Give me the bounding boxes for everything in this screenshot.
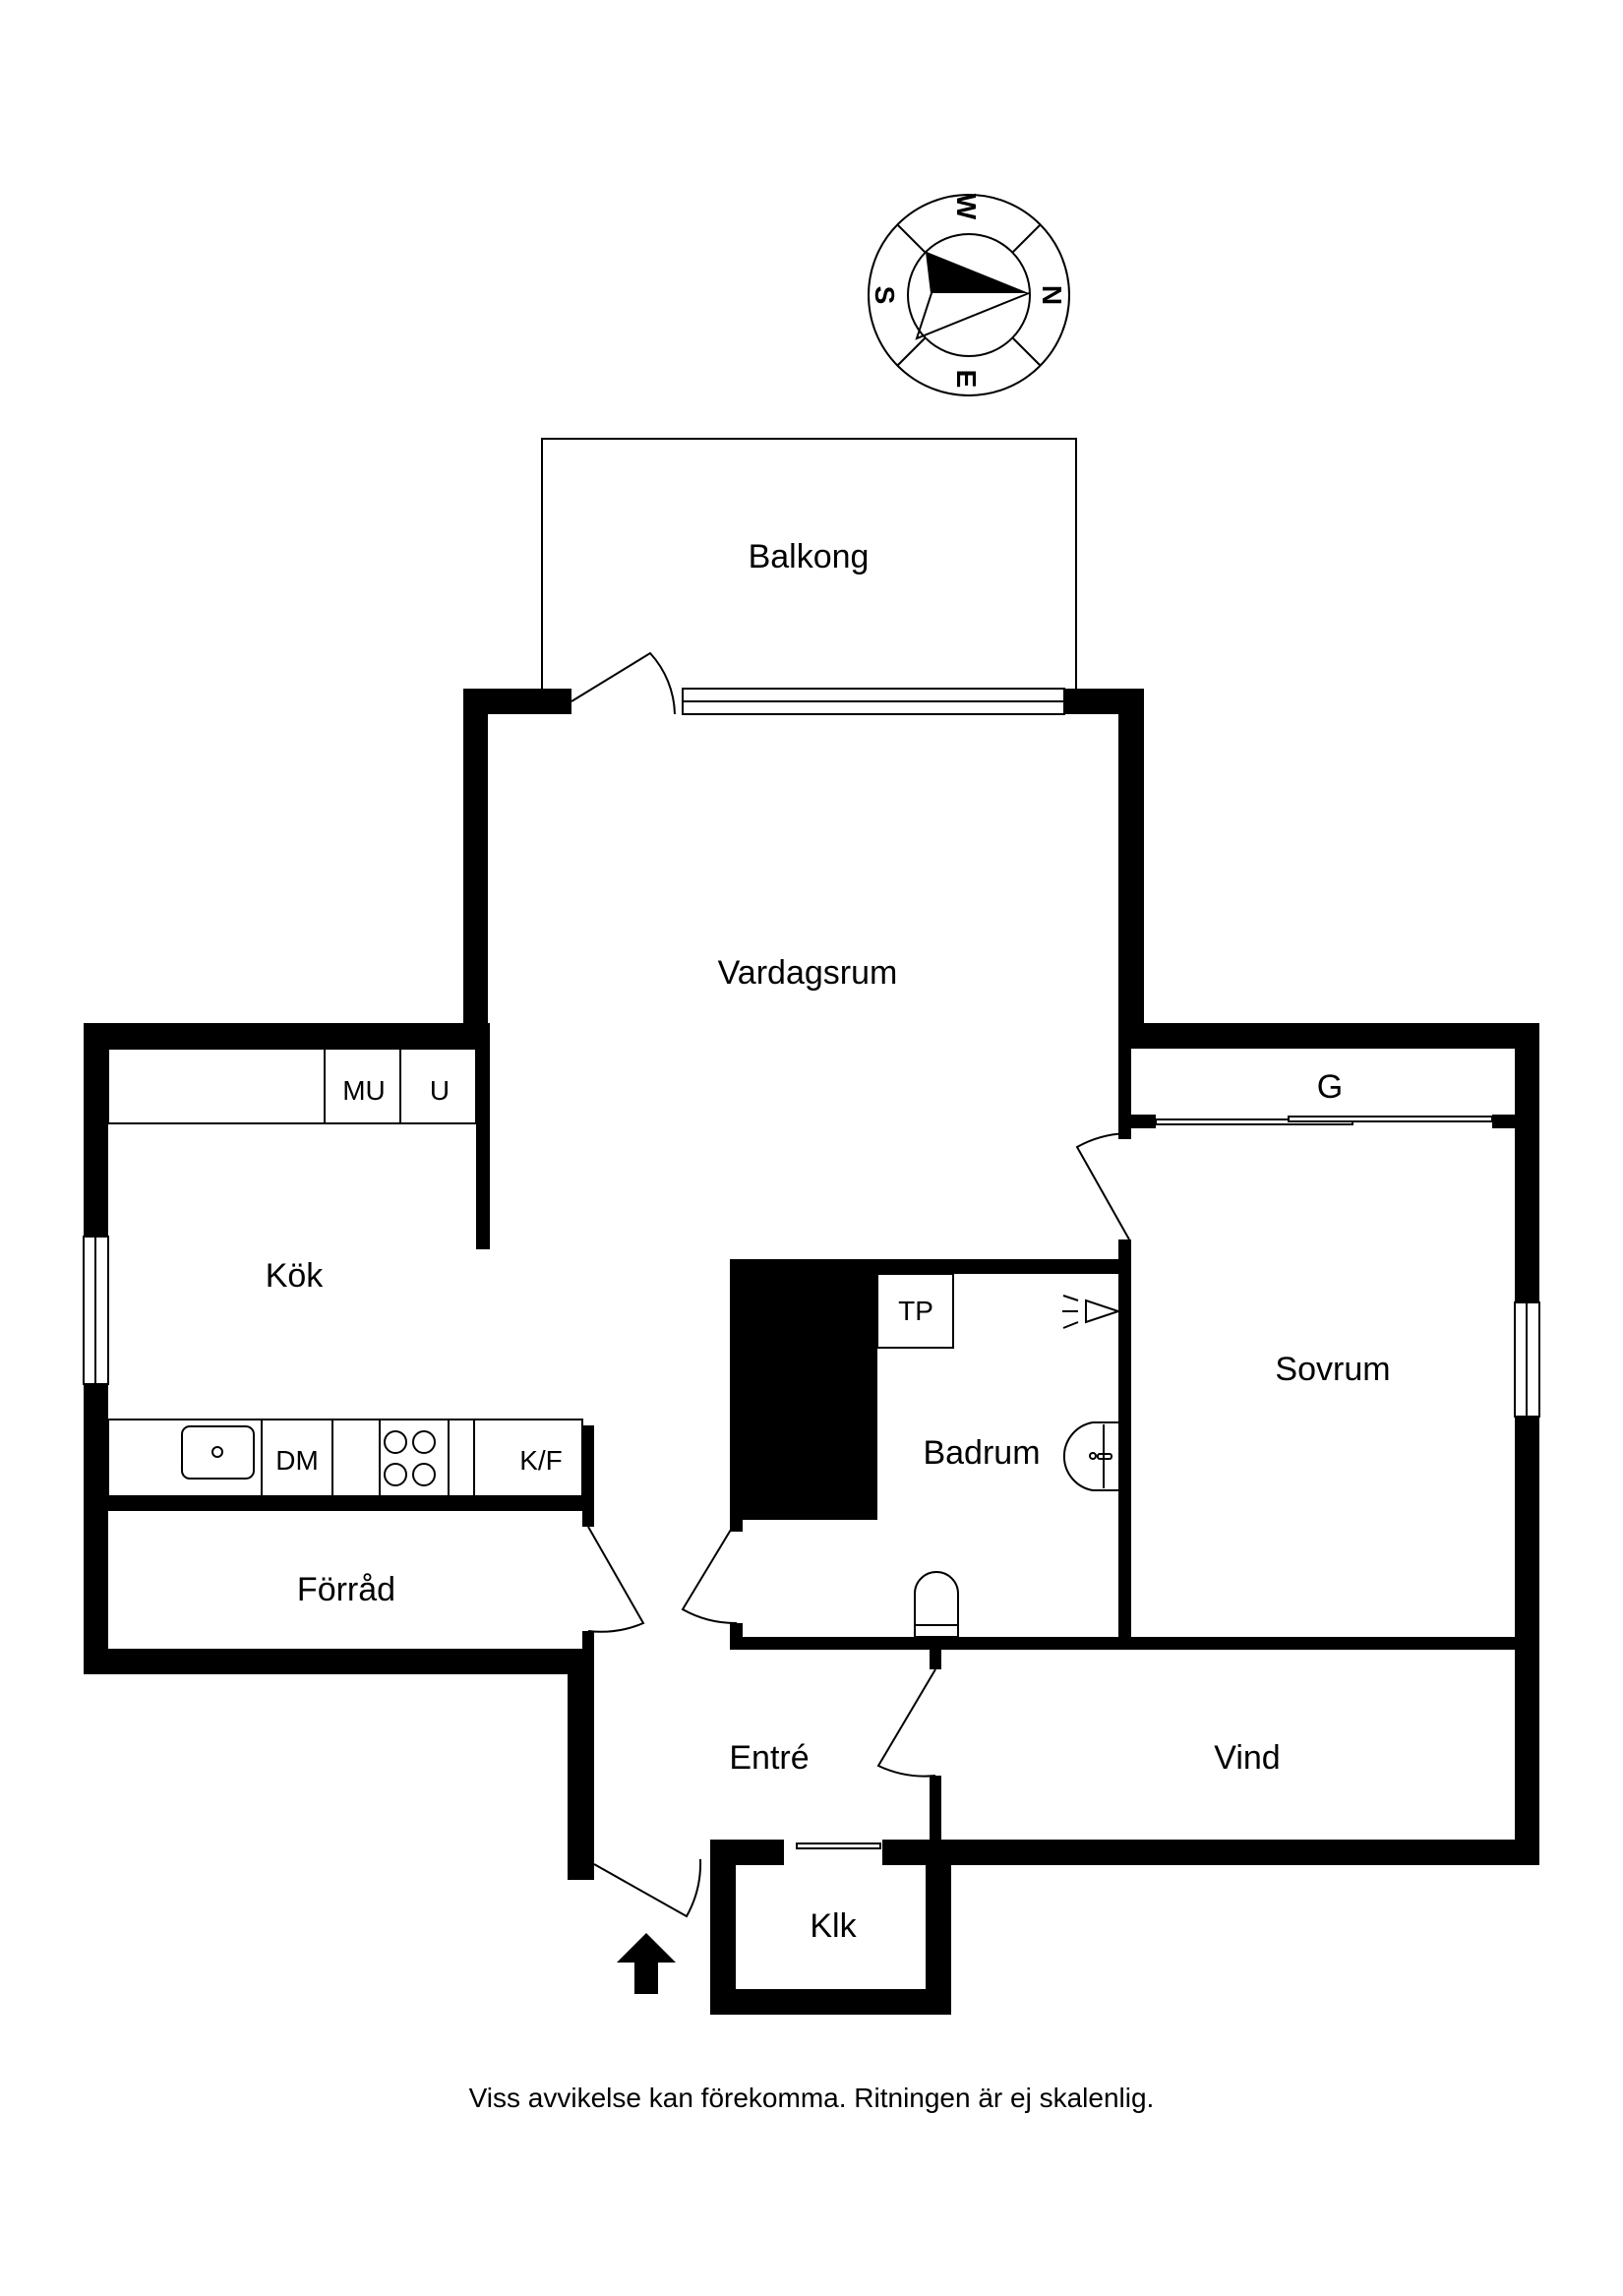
room-label-forrad: Förråd [297,1571,395,1608]
doors [571,651,1493,1918]
bathroom-fixtures [876,1273,1122,1638]
compass-east: E [951,370,982,389]
disclaimer-text: Viss avvikelse kan förekomma. Ritningen … [468,2083,1155,2113]
washbasin-icon [1062,1421,1118,1491]
kitchen-fixtures [107,1048,583,1497]
room-label-garderob: G [1317,1068,1343,1106]
balcony [541,438,1077,694]
shower-icon [1062,1295,1122,1329]
fixture-label-kf: K/F [519,1445,563,1476]
room-label-balkong: Balkong [749,538,870,575]
compass-icon: W N E S [868,194,1070,396]
fixture-label-mu: MU [342,1075,386,1106]
room-label-kok: Kök [266,1257,325,1295]
stove-icon [384,1430,436,1486]
room-label-entre: Entré [729,1739,809,1777]
fixture-label-dm: DM [275,1445,319,1476]
room-label-klk: Klk [810,1907,857,1945]
fixture-label-u: U [430,1075,450,1106]
fixture-label-tp: TP [898,1296,933,1326]
compass-north: N [1037,285,1067,305]
room-label-vardagsrum: Vardagsrum [718,954,898,992]
sink-icon [181,1425,255,1480]
compass-south: S [870,286,900,305]
walls [84,689,1539,2015]
compass-west: W [951,194,982,220]
room-label-badrum: Badrum [923,1434,1040,1472]
room-label-sovrum: Sovrum [1275,1351,1390,1388]
room-label-vind: Vind [1214,1739,1280,1777]
entrance-arrow-icon [617,1933,676,1994]
toilet-icon [914,1571,959,1638]
windows [83,688,1540,1418]
